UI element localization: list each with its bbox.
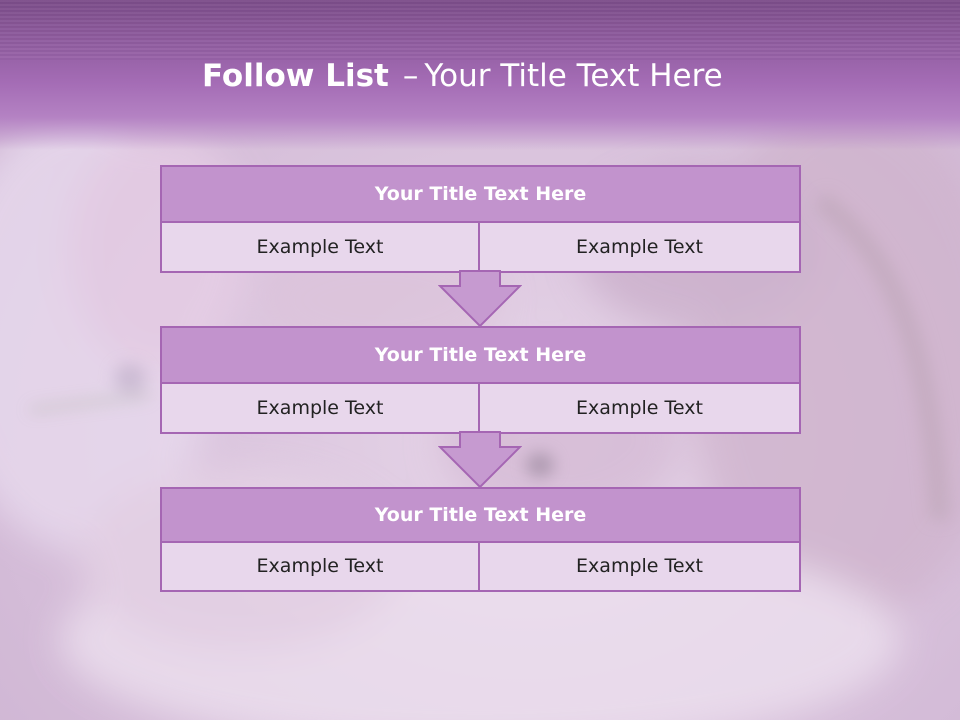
block-cell-left[interactable]: Example Text	[160, 543, 480, 592]
block-title[interactable]: Your Title Text Here	[160, 326, 801, 384]
header-stripes	[0, 0, 960, 60]
list-block-1: Your Title Text Here Example Text Exampl…	[160, 165, 801, 273]
page-title-rest: Your Title Text Here	[424, 58, 723, 94]
page-title: Follow List–Your Title Text Here	[202, 56, 723, 96]
down-arrow-icon	[438, 431, 522, 489]
block-cell-right[interactable]: Example Text	[480, 384, 801, 434]
block-cell-right[interactable]: Example Text	[480, 543, 801, 592]
list-block-2: Your Title Text Here Example Text Exampl…	[160, 326, 801, 434]
page-title-bold: Follow List	[202, 58, 389, 94]
block-row: Example Text Example Text	[160, 223, 801, 273]
block-cell-left[interactable]: Example Text	[160, 223, 480, 273]
block-title[interactable]: Your Title Text Here	[160, 487, 801, 543]
block-cell-left[interactable]: Example Text	[160, 384, 480, 434]
block-row: Example Text Example Text	[160, 543, 801, 592]
down-arrow-icon	[438, 270, 522, 328]
page-title-separator: –	[402, 58, 419, 94]
block-title[interactable]: Your Title Text Here	[160, 165, 801, 223]
header-band	[0, 0, 960, 150]
block-cell-right[interactable]: Example Text	[480, 223, 801, 273]
list-block-3: Your Title Text Here Example Text Exampl…	[160, 487, 801, 592]
block-row: Example Text Example Text	[160, 384, 801, 434]
